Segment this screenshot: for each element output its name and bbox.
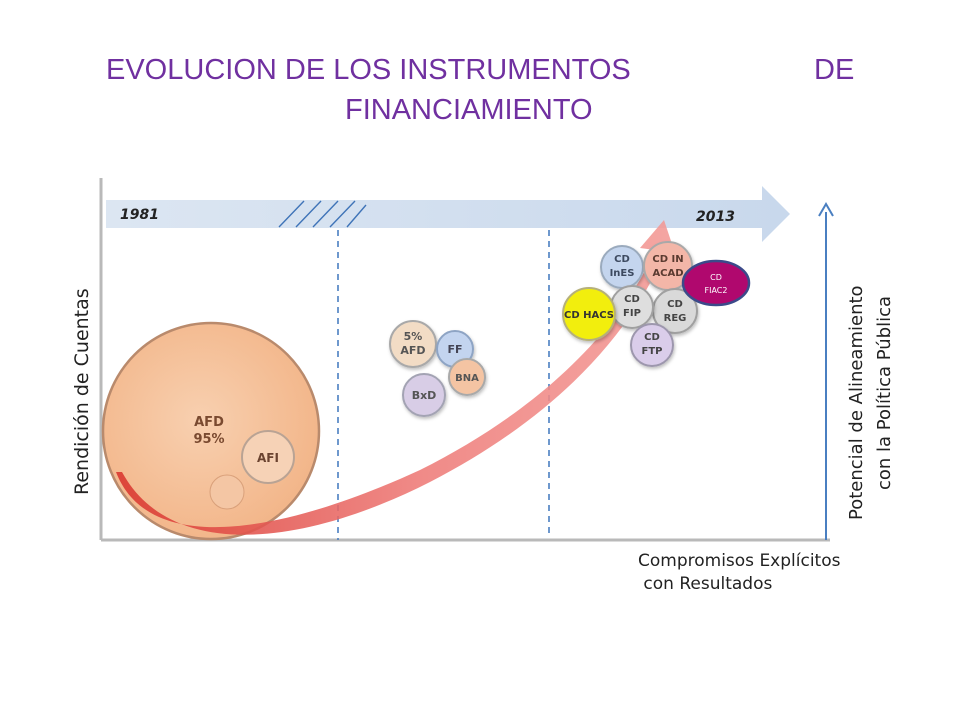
bubble-cd-ftp-line1: CD bbox=[644, 332, 660, 343]
title-line-2: FINANCIAMIENTO bbox=[345, 94, 593, 126]
bubble-cd-fiac2-line1: CD bbox=[710, 273, 722, 282]
bubble-bxd-label: BxD bbox=[412, 389, 437, 402]
bubble-cd-fip-line2: FIP bbox=[623, 308, 641, 319]
bubble-bna-label: BNA bbox=[455, 373, 479, 384]
bubble-cd-ftp bbox=[630, 323, 674, 367]
bubble-afd-95 bbox=[101, 321, 321, 541]
bubble-ff-label: FF bbox=[447, 343, 462, 356]
bubble-cd-fiac2-line2: FIAC2 bbox=[705, 286, 728, 295]
bubble-cd-hacs-label: CD HACS bbox=[564, 310, 614, 321]
timeline-band bbox=[106, 186, 790, 242]
bubble-afi bbox=[241, 430, 295, 484]
bubble-cd-fiac2 bbox=[681, 259, 751, 307]
bubble-afd-95-line2: 95% bbox=[193, 432, 224, 447]
bubble-cd-in-acad-line1: CD IN bbox=[652, 254, 683, 265]
bubble-afd-95-line1: AFD bbox=[194, 415, 224, 430]
bubble-5-afd bbox=[389, 320, 437, 368]
timeline-end-label: 2013 bbox=[696, 209, 735, 225]
bubble-bxd bbox=[402, 373, 446, 417]
bubble-cd-reg-line1: CD bbox=[667, 299, 683, 310]
bubble-cd-ines-line2: InES bbox=[610, 268, 635, 279]
alignment-axis-label-line2: con la Política Pública bbox=[873, 295, 895, 490]
bubble-bna bbox=[448, 358, 486, 396]
bubble-cd-ftp-line2: FTP bbox=[642, 346, 663, 357]
bubble-cd-ines-line1: CD bbox=[614, 254, 630, 265]
arrow-origin-dot bbox=[209, 474, 245, 510]
x-axis-label-line2: con Resultados bbox=[638, 573, 773, 594]
alignment-axis-arrowhead bbox=[818, 202, 834, 217]
alignment-axis-label: Potencial de Alineamiento con la Polític… bbox=[843, 285, 899, 520]
x-axis-label: Compromisos Explícitos con Resultados bbox=[638, 550, 840, 596]
bubble-afi-label: AFI bbox=[257, 451, 279, 465]
timeline-break-marks bbox=[278, 200, 367, 228]
y-axis-label: Rendición de Cuentas bbox=[71, 288, 93, 495]
bubble-cd-ines bbox=[600, 245, 644, 289]
title-line-1-left: EVOLUCION DE LOS INSTRUMENTOS bbox=[106, 54, 631, 86]
bubble-5-afd-line1: 5% bbox=[404, 330, 423, 343]
bubble-cd-fip-line1: CD bbox=[624, 294, 640, 305]
timeline-start-label: 1981 bbox=[120, 207, 159, 223]
x-axis-label-line1: Compromisos Explícitos bbox=[638, 551, 841, 571]
growth-arrow bbox=[116, 220, 676, 535]
bubble-cd-fip bbox=[610, 285, 654, 329]
bubble-cd-reg-line2: REG bbox=[664, 313, 687, 324]
bubble-5-afd-line2: AFD bbox=[400, 344, 425, 357]
title-line-1-right: DE bbox=[814, 54, 855, 86]
bubble-cd-in-acad-line2: ACAD bbox=[652, 268, 683, 279]
alignment-axis-label-line1: Potencial de Alineamiento bbox=[846, 285, 867, 520]
bubble-cd-hacs bbox=[562, 287, 616, 341]
